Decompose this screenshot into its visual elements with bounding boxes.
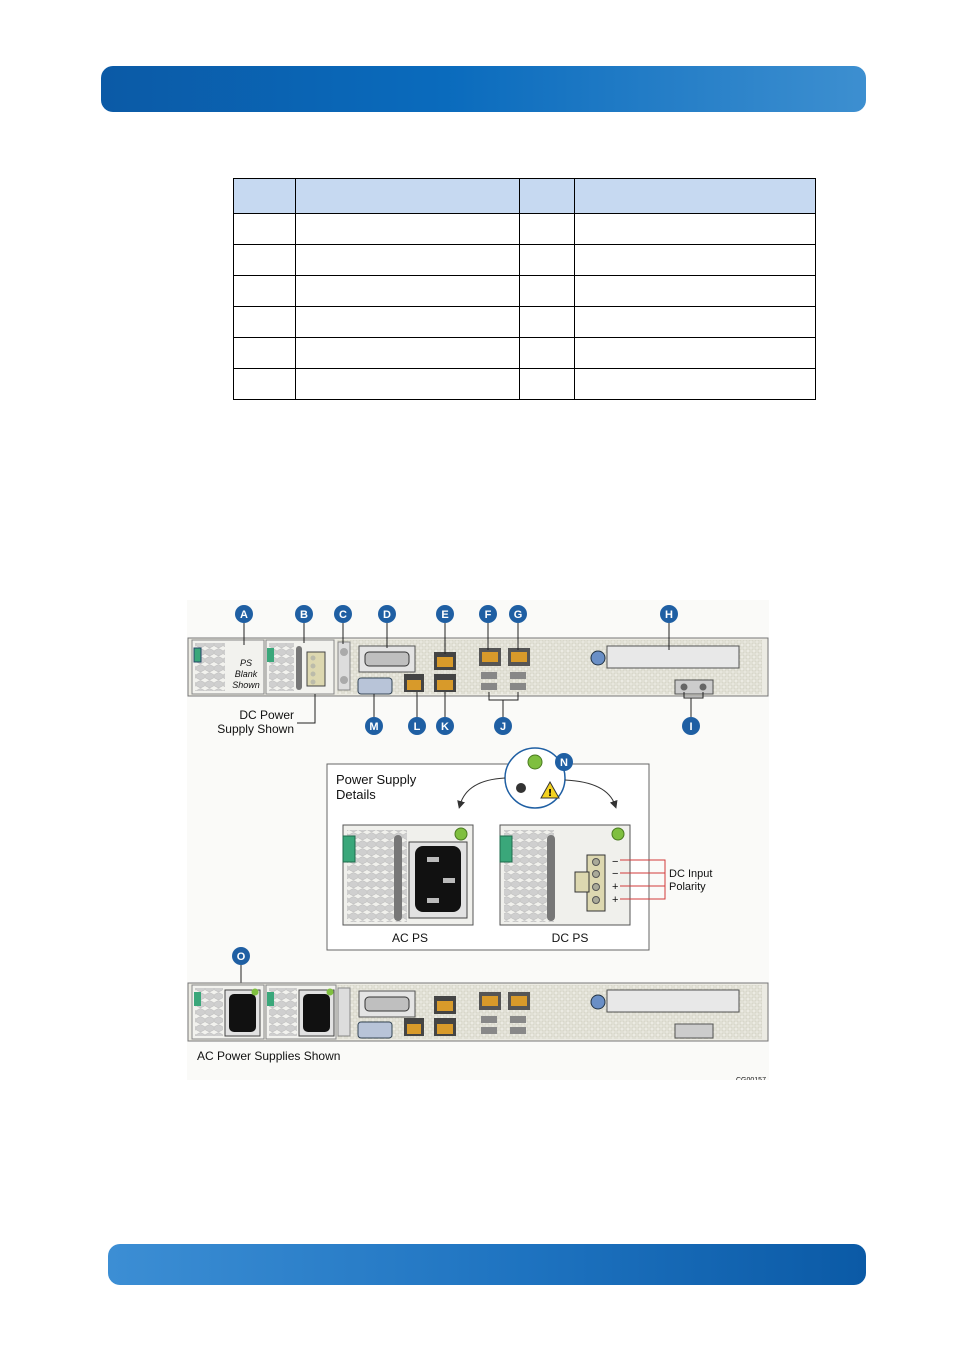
table-cell bbox=[519, 306, 575, 338]
callout-n: N bbox=[560, 757, 568, 769]
dc-input-label: DC Input bbox=[669, 868, 712, 880]
table-row bbox=[233, 368, 816, 400]
callout-o: O bbox=[237, 951, 246, 963]
footer-band bbox=[108, 1244, 866, 1285]
callout-label: D bbox=[383, 609, 391, 621]
table-cell bbox=[233, 275, 296, 307]
polarity-sign: − bbox=[612, 868, 618, 880]
table-cell bbox=[574, 337, 816, 369]
table-cell bbox=[519, 337, 575, 369]
callout-label: L bbox=[414, 721, 421, 733]
ac-ps-label: AC PS bbox=[392, 931, 428, 945]
table-cell bbox=[233, 337, 296, 369]
header-band bbox=[101, 66, 866, 112]
table-cell bbox=[574, 275, 816, 307]
figure-id: CG00157 bbox=[736, 1077, 766, 1080]
table-cell bbox=[233, 244, 296, 276]
power-supply-details: Power Supply Details ! N AC PS − − + + bbox=[326, 747, 650, 951]
table-cell bbox=[233, 213, 296, 245]
dc-power-label: Supply Shown bbox=[217, 722, 294, 736]
chassis-top bbox=[187, 637, 769, 697]
table-cell bbox=[519, 213, 575, 245]
callout-label: G bbox=[514, 609, 523, 621]
polarity-sign: + bbox=[612, 881, 618, 893]
table-cell bbox=[519, 368, 575, 400]
callout-label: M bbox=[369, 721, 378, 733]
ps-blank-label: Blank bbox=[235, 669, 258, 679]
dc-power-label: DC Power bbox=[239, 708, 294, 722]
table-cell bbox=[295, 213, 520, 245]
rear-panel-figure: A B C D E F G H M L K J I PS Blank Shown… bbox=[187, 600, 769, 1080]
chassis-bottom bbox=[187, 982, 769, 1042]
table-header-cell bbox=[574, 178, 816, 214]
callout-label: F bbox=[485, 609, 492, 621]
ps-blank-label: PS bbox=[240, 658, 252, 668]
svg-text:!: ! bbox=[548, 788, 553, 799]
table-row bbox=[233, 244, 816, 276]
table-row bbox=[233, 306, 816, 338]
callout-label: B bbox=[300, 609, 308, 621]
ps-blank-label: Shown bbox=[232, 680, 260, 690]
table-row bbox=[233, 337, 816, 369]
table-cell bbox=[233, 368, 296, 400]
table-cell bbox=[295, 368, 520, 400]
callout-label: C bbox=[339, 609, 347, 621]
callout-label: J bbox=[500, 721, 506, 733]
table-row bbox=[233, 213, 816, 245]
table-row bbox=[233, 275, 816, 307]
callout-label: A bbox=[240, 609, 248, 621]
dc-input-label: Polarity bbox=[669, 881, 706, 893]
details-title: Details bbox=[336, 787, 376, 802]
callout-label: E bbox=[441, 609, 448, 621]
callout-label: I bbox=[689, 721, 692, 733]
table-cell bbox=[519, 275, 575, 307]
table-cell bbox=[233, 306, 296, 338]
callouts-bottom: M L K J I bbox=[365, 692, 704, 735]
table-header-cell bbox=[295, 178, 520, 214]
callout-label: K bbox=[441, 721, 449, 733]
dc-ps-label: DC PS bbox=[552, 931, 589, 945]
table-cell bbox=[519, 244, 575, 276]
table-cell bbox=[295, 244, 520, 276]
table-cell bbox=[574, 368, 816, 400]
callouts-top: A B C D E F G H bbox=[235, 605, 678, 654]
dc-input-polarity: DC Input Polarity bbox=[620, 859, 712, 900]
table-cell bbox=[574, 213, 816, 245]
table-cell bbox=[295, 275, 520, 307]
ac-supplies-caption: AC Power Supplies Shown bbox=[197, 1049, 340, 1063]
details-title: Power Supply bbox=[336, 772, 417, 787]
polarity-sign: + bbox=[612, 894, 618, 906]
table-cell bbox=[574, 306, 816, 338]
table-cell bbox=[295, 337, 520, 369]
table-header-row bbox=[233, 178, 816, 214]
table-cell bbox=[295, 306, 520, 338]
table-cell bbox=[574, 244, 816, 276]
table-header-cell bbox=[519, 178, 575, 214]
reference-table bbox=[233, 178, 816, 400]
table-header-cell bbox=[233, 178, 296, 214]
polarity-sign: − bbox=[612, 856, 618, 868]
callout-label: H bbox=[665, 609, 673, 621]
